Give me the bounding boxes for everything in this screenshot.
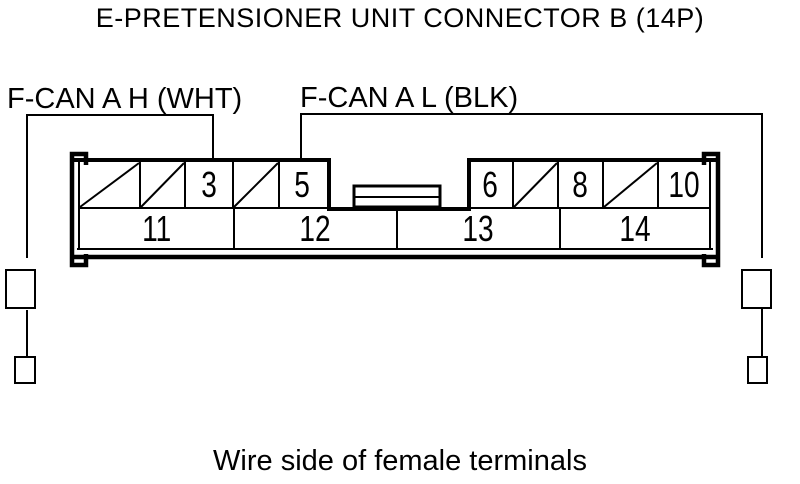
pin-number: 13 [462,207,495,249]
pin-cell-8: 8 [558,162,603,208]
diagram-title: E-PRETENSIONER UNIT CONNECTOR B (14P) [95,3,705,33]
terminal-grid [77,161,713,250]
pin-number: 8 [572,164,589,205]
pin-cell-3: 3 [185,162,233,208]
leader-line-fcan-a-h [26,114,214,258]
pin-number: 14 [619,207,651,249]
shell-ear-left [69,151,89,268]
pin-number: 11 [141,207,172,249]
harness-symbol-left [5,269,36,384]
shell-ear-right [701,151,721,268]
pin-cell-13: 13 [397,208,560,249]
leader-line-fcan-a-l [300,113,763,258]
pin-cell-11: 11 [79,208,234,249]
wire-label-fcan-a-h: F-CAN A H (WHT) [7,83,243,115]
pin-cell-12: 12 [234,208,397,249]
pin-number: 6 [482,164,498,205]
pin-cell-5: 5 [279,162,325,208]
wire-label-fcan-a-l: F-CAN A L (BLK) [300,82,519,114]
view-caption: Wire side of female terminals [213,445,587,477]
pin-cell-6: 6 [467,162,513,208]
pin-number: 5 [294,164,310,205]
blocked-cavity-slashes [79,162,658,208]
pin-number: 3 [201,164,217,205]
harness-symbol-right [741,269,772,384]
pin-cell-10: 10 [658,162,710,208]
pin-number: 12 [299,207,332,249]
pin-cell-14: 14 [560,208,710,249]
pin-number: 10 [668,164,700,205]
connector-shell [69,151,721,268]
latch-tab [352,184,442,209]
